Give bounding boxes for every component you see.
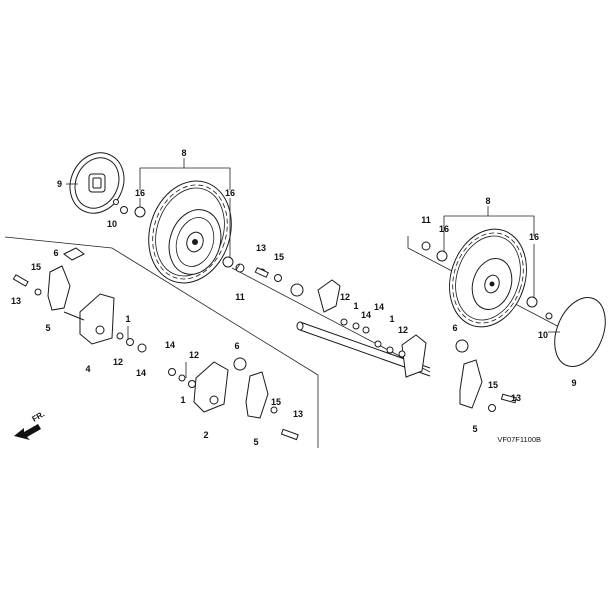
leader-lines <box>66 158 560 378</box>
callout-12-b: 12 <box>189 350 199 360</box>
callout-5-b: 5 <box>253 437 258 447</box>
callout-8-left: 8 <box>181 148 186 158</box>
callout-14-d: 14 <box>374 302 384 312</box>
callout-6-b: 6 <box>234 341 239 351</box>
callout-10-left: 10 <box>107 219 117 229</box>
callout-12-c: 12 <box>340 292 350 302</box>
callout-16-b: 16 <box>225 188 235 198</box>
hardware <box>12 199 553 441</box>
callout-14-a: 14 <box>136 368 146 378</box>
left-wheel-cap <box>69 152 125 214</box>
diagram-code: VF07F1100B <box>497 435 541 444</box>
callout-15-a: 15 <box>274 252 284 262</box>
left-wheel <box>148 180 232 284</box>
lever-center <box>245 371 269 419</box>
callout-1-d: 1 <box>389 314 394 324</box>
callout-6-a: 6 <box>53 248 58 258</box>
lever-right <box>459 359 483 409</box>
height-adjuster-left <box>63 293 115 345</box>
callout-5-c: 5 <box>472 424 477 434</box>
callout-12-a: 12 <box>113 357 123 367</box>
callout-9-left: 9 <box>57 179 62 189</box>
callout-11-right: 11 <box>421 215 431 225</box>
callout-11-left: 11 <box>235 292 245 302</box>
callout-13-a: 13 <box>256 243 266 253</box>
callout-14-b: 14 <box>165 340 175 350</box>
callout-6-c: 6 <box>452 323 457 333</box>
callout-13-d: 13 <box>511 393 521 403</box>
lever-left <box>47 265 71 311</box>
callout-1-b: 1 <box>180 395 185 405</box>
callout-8-right: 8 <box>485 196 490 206</box>
right-wheel <box>449 228 527 328</box>
callout-10-right: 10 <box>538 330 548 340</box>
callout-9-right: 9 <box>571 378 576 388</box>
callout-16-a: 16 <box>135 188 145 198</box>
callout-15-b: 15 <box>31 262 41 272</box>
callout-14-c: 14 <box>361 310 371 320</box>
callout-13-c: 13 <box>293 409 303 419</box>
callouts: 8 8 9 9 16 16 16 16 10 10 11 11 13 13 13… <box>11 148 577 447</box>
callout-13-b: 13 <box>11 296 21 306</box>
front-arrow-label: FR. <box>31 409 47 423</box>
callout-16-d: 16 <box>529 232 539 242</box>
callout-15-d: 15 <box>488 380 498 390</box>
right-wheel-cap <box>554 297 606 367</box>
callout-15-c: 15 <box>271 397 281 407</box>
callout-12-d: 12 <box>398 325 408 335</box>
front-arrow: FR. <box>14 409 46 440</box>
height-adjuster-center <box>193 361 229 413</box>
callout-2: 2 <box>203 430 208 440</box>
callout-5-a: 5 <box>45 323 50 333</box>
callout-1-c: 1 <box>353 301 358 311</box>
callout-16-c: 16 <box>439 224 449 234</box>
rear-axle <box>231 267 431 378</box>
callout-1-a: 1 <box>125 314 130 324</box>
callout-4: 4 <box>85 364 90 374</box>
